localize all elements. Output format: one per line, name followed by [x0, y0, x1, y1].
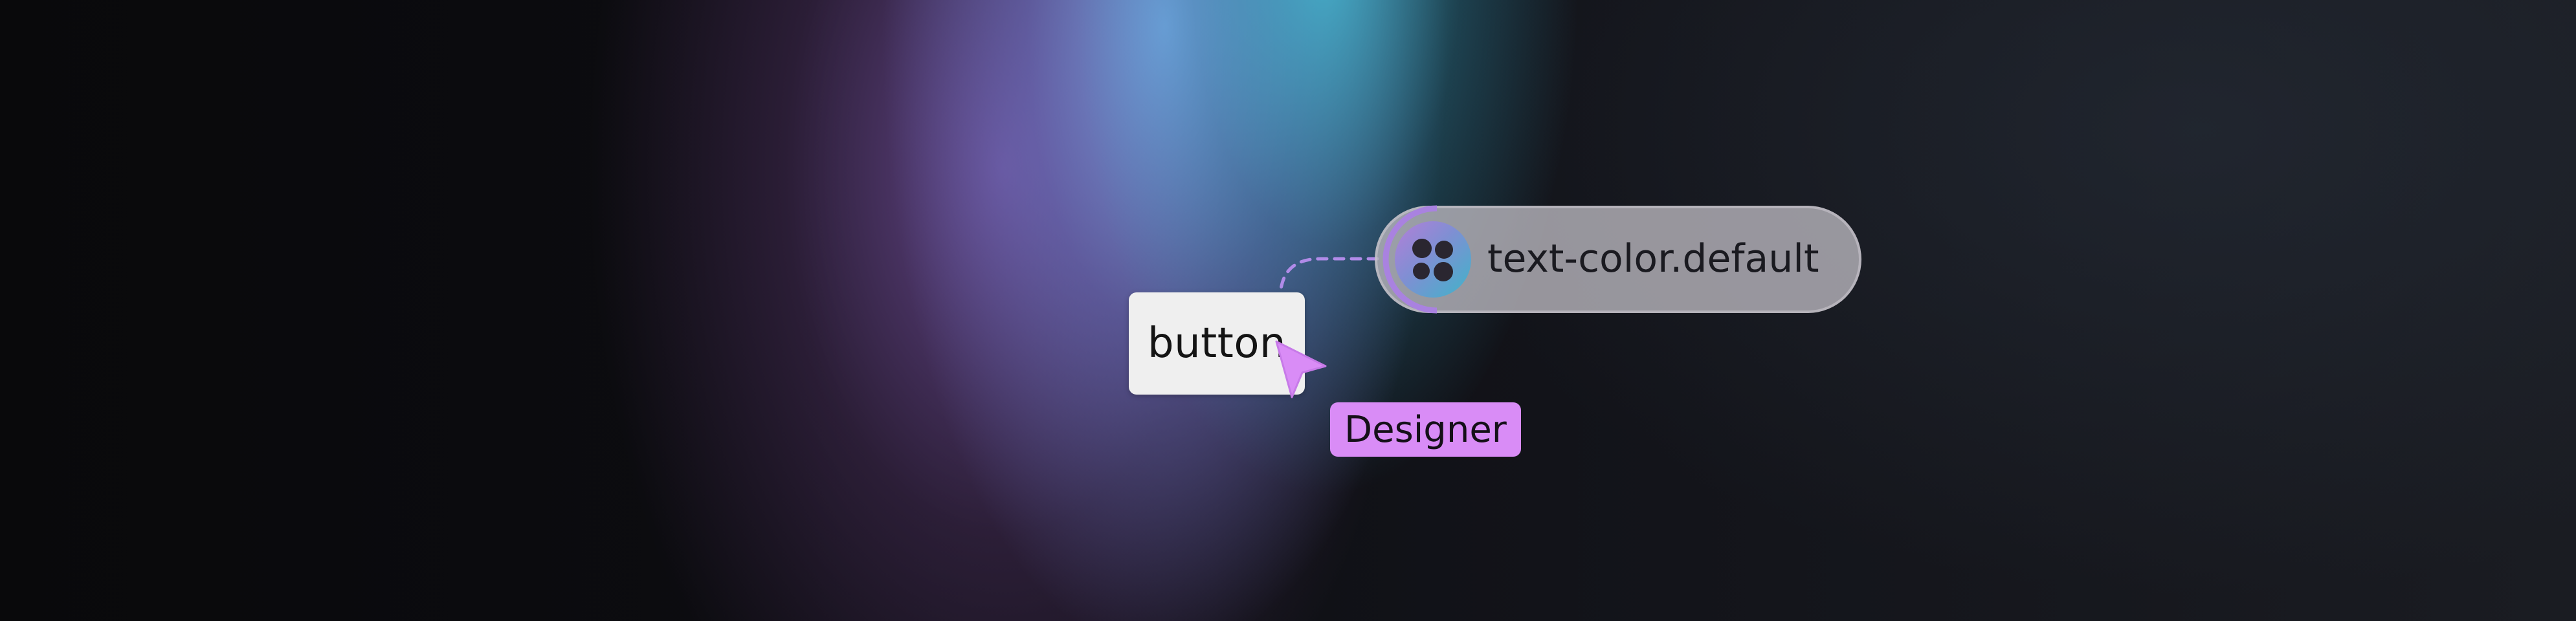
- collaborator-name: Designer: [1344, 408, 1507, 451]
- button-component-label: button: [1147, 320, 1287, 367]
- token-name-label: text-color.default: [1487, 236, 1819, 281]
- button-component[interactable]: button: [1129, 292, 1305, 395]
- pointer-cursor-icon: [1275, 340, 1327, 398]
- four-dots-token-icon: [1395, 221, 1471, 298]
- design-token-pill[interactable]: [1375, 206, 1861, 313]
- collaborator-name-tag: Designer: [1330, 402, 1521, 457]
